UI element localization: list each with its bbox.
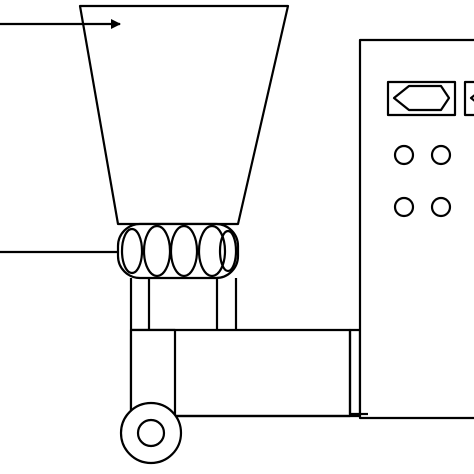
- knob-1: [393, 144, 415, 166]
- screw-flight-1: [120, 227, 144, 275]
- extruder-barrel: [129, 328, 362, 418]
- control-cabinet: [358, 38, 474, 420]
- knob-4: [430, 196, 452, 218]
- knob-3: [393, 196, 415, 218]
- wheel: [119, 401, 183, 465]
- screw-flight-4: [197, 224, 227, 278]
- hopper: [78, 4, 290, 226]
- screw-feeder-housing: [116, 222, 240, 280]
- knob-2: [430, 144, 452, 166]
- screw-feeder: [120, 224, 238, 278]
- display-1: [386, 80, 457, 117]
- display-2: [463, 80, 474, 117]
- screw-flight-5: [218, 229, 238, 273]
- support-legs: [129, 278, 238, 330]
- screw-flight-3: [169, 224, 199, 278]
